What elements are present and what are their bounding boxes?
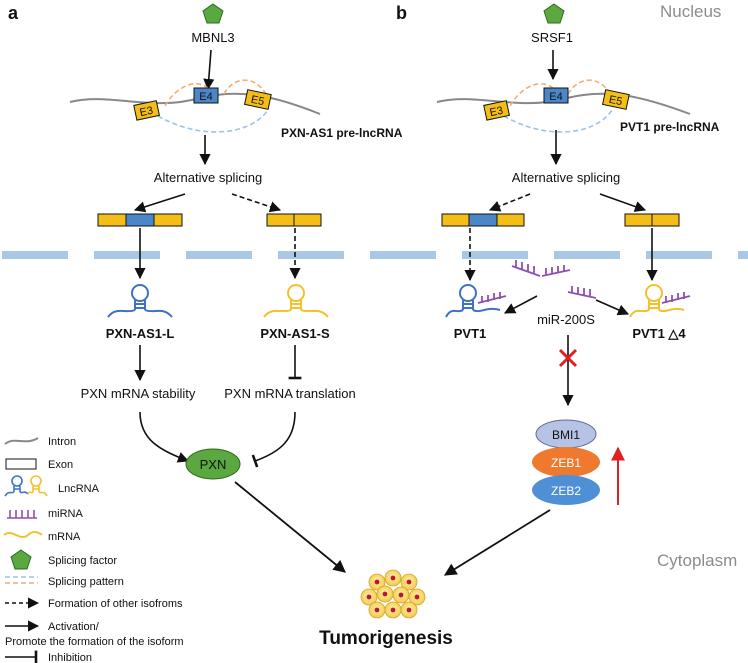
legend-lncrna-label: LncRNA <box>58 483 100 495</box>
activation-arrow <box>504 295 538 314</box>
lncrna-icon-blue <box>445 284 501 318</box>
activation-arrow <box>595 299 630 316</box>
pvt1-delta4-exons <box>624 213 680 227</box>
lncrna-icon-yellow <box>263 284 329 318</box>
activation-arrow <box>133 193 186 213</box>
exon-e3-label: E3 <box>489 105 505 120</box>
splicing-pattern-orange <box>509 83 558 107</box>
exon-e3-label: E3 <box>139 105 155 120</box>
mirna-icon <box>661 292 691 304</box>
alternative-splicing-label: Alternative splicing <box>154 170 262 185</box>
exon-e4 <box>193 87 219 104</box>
cytoplasm-label: Cytoplasm <box>657 551 737 570</box>
exon-e3 <box>483 100 510 121</box>
pxn-protein <box>185 448 241 480</box>
long-isoform-exons <box>97 213 183 227</box>
exon-e5 <box>244 89 272 110</box>
alternative-splicing-label: Alternative splicing <box>512 170 620 185</box>
exon-e4 <box>543 87 569 104</box>
legend-mrna-icon <box>3 531 43 538</box>
legend-lncrna-icon <box>4 475 48 497</box>
pxn-as1-s-label: PXN-AS1-S <box>260 326 330 341</box>
other-isoform-arrow <box>231 193 282 213</box>
mirna-icon <box>477 292 507 304</box>
activation-arrow <box>234 481 346 573</box>
legend-exon-icon <box>5 458 37 470</box>
activation-arrow <box>599 193 647 212</box>
lncrna-icon-yellow <box>629 284 685 318</box>
activation-arrow <box>443 509 551 576</box>
activation-arrow <box>139 411 190 463</box>
exon-e4-label: E4 <box>549 91 562 103</box>
tumor-cells-icon <box>360 569 426 619</box>
zeb2-node <box>532 475 600 505</box>
legend-splicing-factor-icon <box>10 549 32 570</box>
legend-splicing-pattern-label: Splicing pattern <box>48 576 124 588</box>
zeb2-label: ZEB2 <box>551 484 581 498</box>
exon-e3 <box>133 100 160 121</box>
short-isoform-exons <box>266 213 322 227</box>
panel-label-a: a <box>8 3 19 23</box>
legend-mirna-label: miRNA <box>48 508 83 520</box>
exon-e5 <box>602 89 630 110</box>
legend-splicing-factor-label: Splicing factor <box>48 555 117 567</box>
legend-activation-label: Activation/ <box>48 621 100 633</box>
legend-intron-icon <box>4 437 39 445</box>
pxn-label: PXN <box>200 457 227 472</box>
legend-other-isoform-label: Formation of other isofroms <box>48 598 183 610</box>
exon-e5-label: E5 <box>608 94 624 109</box>
pvt1-full-exons <box>441 213 525 227</box>
legend-inhibition-label: Inhibition <box>48 652 92 663</box>
pvt1-label: PVT1 <box>454 326 487 341</box>
pvt1-delta4-label: PVT1 △4 <box>632 326 686 341</box>
legend-mrna-label: mRNA <box>48 531 81 543</box>
legend-splicing-pattern-icon <box>5 576 38 584</box>
pxn-mrna-stability-label: PXN mRNA stability <box>81 386 196 401</box>
splicing-factor-icon <box>543 3 565 24</box>
pxn-as1-pre-lncrna-label: PXN-AS1 pre-lncRNA <box>281 126 403 140</box>
lncrna-icon-blue <box>107 284 173 318</box>
splicing-factor-icon <box>202 3 224 24</box>
legend-exon-label: Exon <box>48 459 73 471</box>
srsf1-label: SRSF1 <box>531 30 573 45</box>
mirna-icon <box>511 260 597 299</box>
block-cross-icon <box>558 348 578 368</box>
mbnl3-label: MBNL3 <box>191 30 234 45</box>
other-isoform-arrow <box>488 193 531 212</box>
tumorigenesis-label: Tumorigenesis <box>319 628 453 649</box>
pxn-as1-l-label: PXN-AS1-L <box>106 326 175 341</box>
nucleus-label: Nucleus <box>660 2 721 21</box>
bmi1-label: BMI1 <box>552 428 580 442</box>
activation-arrow <box>203 49 215 91</box>
exon-e5-label: E5 <box>250 94 266 109</box>
exon-e4-label: E4 <box>199 91 212 103</box>
legend-activation-label-2: Promote the formation of the isoform <box>5 636 184 648</box>
splicing-pattern-orange <box>164 83 213 107</box>
zeb1-node <box>532 447 600 477</box>
legend-intron-label: Intron <box>48 436 76 448</box>
pxn-mrna-translation-label: PXN mRNA translation <box>224 386 356 401</box>
splicing-pattern-orange <box>223 79 269 99</box>
mir-200s-label: miR-200S <box>537 312 595 327</box>
panel-label-b: b <box>396 3 407 23</box>
zeb1-label: ZEB1 <box>551 456 581 470</box>
splicing-pattern-blue <box>157 109 269 133</box>
legend-mirna-icon <box>7 510 37 519</box>
splicing-pattern-blue <box>503 109 613 133</box>
inhibition-arrow <box>251 411 296 468</box>
pvt1-pre-lncrna-label: PVT1 pre-lncRNA <box>620 120 720 134</box>
